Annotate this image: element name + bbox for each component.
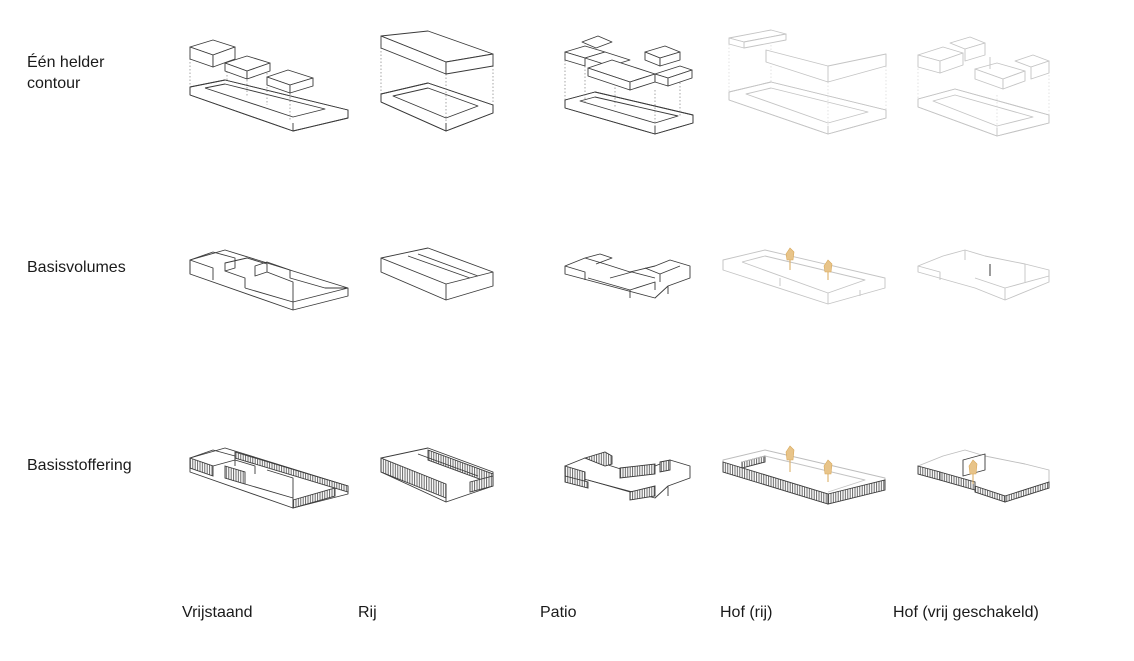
floating-volume (728, 29, 887, 83)
dashed-projection-lines (380, 44, 494, 123)
column-label-hof-vrij-geschakeld: Hof (vrij geschakeld) (893, 604, 1039, 621)
base-outline (564, 91, 694, 135)
diagram-hof-vrij-contour (917, 36, 1050, 137)
diagram-vrijstaand-volumes (189, 249, 349, 311)
base-outline (917, 88, 1050, 137)
diagram-hof-rij-volumes (722, 247, 886, 305)
tree-icon (785, 247, 795, 270)
diagram-rij-stoffering (380, 447, 494, 503)
floating-volume (380, 30, 494, 75)
row-label-basisstoffering: Basisstoffering (27, 457, 132, 474)
base-outline (189, 79, 349, 132)
diagram-hof-rij-stoffering (722, 445, 886, 505)
tree-icon (823, 459, 833, 482)
tree-icon (785, 445, 795, 472)
diagram-hof-rij-contour (728, 29, 887, 135)
floating-volumes (189, 39, 314, 94)
diagram-vrijstaand-contour (189, 39, 349, 132)
diagram-hof-vrij-volumes (917, 249, 1050, 301)
column-label-hof-rij: Hof (rij) (720, 604, 773, 621)
column-label-patio: Patio (540, 604, 577, 621)
diagram-patio-stoffering (564, 451, 691, 501)
column-label-rij: Rij (358, 604, 377, 621)
base-outline (728, 81, 887, 135)
diagram-rij-contour (380, 30, 494, 132)
base-outline (380, 82, 494, 132)
diagram-vrijstaand-stoffering (189, 447, 349, 509)
row-label-basisvolumes: Basisvolumes (27, 259, 126, 276)
column-label-vrijstaand: Vrijstaand (182, 604, 253, 621)
floating-volumes (917, 36, 1050, 90)
dashed-projection-lines (917, 65, 1050, 128)
diagram-patio-contour (564, 35, 694, 135)
diagram-rij-volumes (380, 247, 494, 301)
tree-icon (968, 459, 978, 484)
diagram-patio-volumes (564, 253, 691, 299)
row-label-een-helder-contour: Één helder contour (27, 54, 105, 92)
diagram-hof-vrij-stoffering (917, 449, 1050, 503)
floating-volumes (564, 35, 693, 91)
tree-icon (823, 259, 833, 280)
